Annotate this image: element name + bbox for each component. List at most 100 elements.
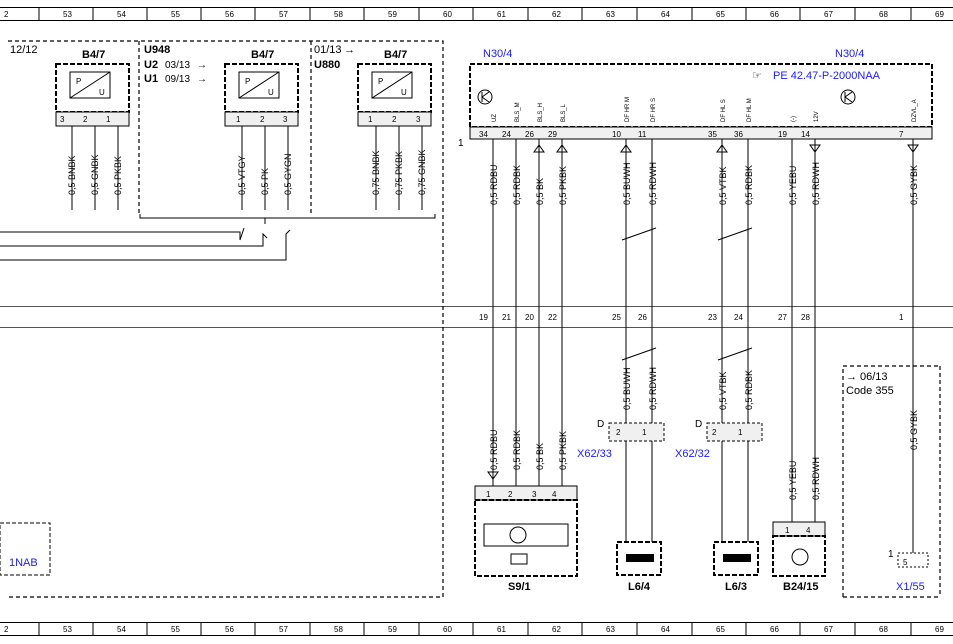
n30-signal-name: 12V: [814, 111, 820, 122]
svg-text:U: U: [401, 88, 407, 97]
n30-pin-number: 14: [801, 130, 810, 139]
ruler-number: 66: [770, 625, 779, 634]
svg-text:2: 2: [712, 428, 717, 437]
module-label-right: N30/4: [835, 48, 864, 60]
wire-label-upper: 0,5 VTBK: [718, 166, 728, 205]
pin: 3: [60, 115, 65, 124]
svg-text:L6/4: L6/4: [628, 581, 651, 593]
n30-signal-name: BLS_M: [515, 102, 521, 122]
svg-text:→: →: [197, 74, 207, 85]
svg-text:09/13: 09/13: [165, 74, 190, 85]
svg-text:1: 1: [368, 115, 373, 124]
svg-text:U2: U2: [144, 59, 158, 71]
wire-label-lower: 0,5 YEBU: [788, 461, 798, 500]
l6-3-sensor: L6/3: [713, 541, 759, 593]
n30-pin-number: 10: [612, 130, 621, 139]
twist-mark: [717, 347, 753, 361]
svg-text:L6/3: L6/3: [725, 581, 747, 593]
n30-signal-name: DF HR M: [625, 97, 631, 122]
ruler-number: 59: [388, 10, 397, 19]
ruler-number: 65: [716, 625, 725, 634]
ruler-number: 64: [661, 10, 670, 19]
ruler-number: 66: [770, 10, 779, 19]
svg-text:03/13: 03/13: [165, 60, 190, 71]
ruler-number: 60: [443, 10, 452, 19]
svg-text:4: 4: [552, 490, 557, 499]
s9-1-switch: 1 2 3 4 S9/1: [474, 485, 578, 593]
svg-text:3: 3: [416, 115, 421, 124]
ruler-number: 68: [879, 10, 888, 19]
n30-pin-number: 29: [548, 130, 557, 139]
connector-label: 1: [458, 138, 464, 149]
ruler-number: 55: [171, 10, 180, 19]
svg-text:U1: U1: [144, 73, 158, 85]
svg-text:2: 2: [616, 428, 621, 437]
ruler-number: 62: [552, 10, 561, 19]
svg-text:3: 3: [283, 115, 288, 124]
b4-7-sensor-1: 12/12 B4/7 PU 3 2 1: [10, 44, 130, 127]
n30-pin-number: 19: [778, 130, 787, 139]
svg-text:2: 2: [260, 115, 265, 124]
svg-text:2: 2: [392, 115, 397, 124]
svg-text:1NAB: 1NAB: [9, 557, 38, 569]
component-label: B4/7: [251, 49, 274, 61]
svg-text:0,5 VTGY: 0,5 VTGY: [237, 155, 247, 195]
n30-pin-number: 11: [638, 130, 647, 139]
svg-text:1: 1: [236, 115, 241, 124]
bus-pin-number: 25: [612, 313, 621, 322]
ruler-number: 68: [879, 625, 888, 634]
ruler-number: 64: [661, 625, 670, 634]
left-wire-labels: 0,5 BNBK 0,5 GNBK 0,5 PKBK 0,5 VTGY 0,5 …: [67, 149, 427, 195]
ruler-number: 67: [824, 625, 833, 634]
ruler-number: 69: [935, 625, 944, 634]
left-block-wires: [0, 126, 436, 261]
svg-text:U: U: [268, 88, 274, 97]
n30-signal-name: (-): [791, 116, 797, 122]
wire-label-upper: 0,5 YEBU: [788, 166, 798, 205]
svg-text:Code 355: Code 355: [846, 385, 894, 397]
ruler-number: 60: [443, 625, 452, 634]
ruler-number: 63: [606, 625, 615, 634]
ruler-number: 58: [334, 625, 343, 634]
wire-label-lower: 0,5 RDBK: [512, 430, 522, 470]
wire-label-lower: 0,5 BK: [535, 443, 545, 470]
b4-7-sensor-2: U948 U2 03/13 → U1 09/13 → B4/7 PU 1 2 3: [144, 44, 299, 127]
svg-text:U880: U880: [314, 59, 340, 71]
twist-mark: [717, 227, 753, 241]
arrow-up-icon: [716, 144, 728, 153]
n30-pin-number: 36: [734, 130, 743, 139]
svg-text:01/13: 01/13: [314, 44, 342, 56]
bus-pin-number: 24: [734, 313, 743, 322]
ruler-number: 58: [334, 10, 343, 19]
ruler-number: 54: [117, 625, 126, 634]
pin: 1: [106, 115, 111, 124]
ruler-number: 56: [225, 625, 234, 634]
svg-text:1: 1: [486, 490, 491, 499]
svg-text:0,5 GYGN: 0,5 GYGN: [283, 153, 293, 195]
twist-mark: [621, 347, 657, 361]
svg-text:→: →: [197, 60, 207, 71]
svg-text:X62/32: X62/32: [675, 448, 710, 460]
wire-label-lower: 0,5 RDWH: [811, 457, 821, 500]
svg-text:D: D: [695, 419, 702, 430]
wire-label-upper: 0,5 BK: [535, 178, 545, 205]
bus-lines: [0, 306, 953, 328]
n30-pin-number: 24: [502, 130, 511, 139]
n30-signal-name: BLS_L: [561, 103, 567, 122]
svg-text:S9/1: S9/1: [508, 581, 531, 593]
wire-label-upper: 0,5 RDBU: [489, 164, 499, 205]
component-label: B4/7: [384, 49, 407, 61]
pe-reference: PE 42.47-P-2000NAA: [773, 70, 881, 82]
arrow-down-icon: [809, 144, 821, 153]
n30-pin-number: 34: [479, 130, 488, 139]
svg-text:0,75 GNBK: 0,75 GNBK: [417, 149, 427, 195]
svg-text:3: 3: [532, 490, 537, 499]
n30-4-module: N30/4 N30/4 ☞ PE 42.47-P-2000NAA 1: [458, 48, 933, 149]
bus-pin-number: 23: [708, 313, 717, 322]
ruler-bottom: [0, 622, 953, 636]
ruler-number: 69: [935, 10, 944, 19]
module-label-left: N30/4: [483, 48, 512, 60]
n30-signal-name: BLS_H: [538, 103, 544, 122]
ruler-number: 67: [824, 10, 833, 19]
